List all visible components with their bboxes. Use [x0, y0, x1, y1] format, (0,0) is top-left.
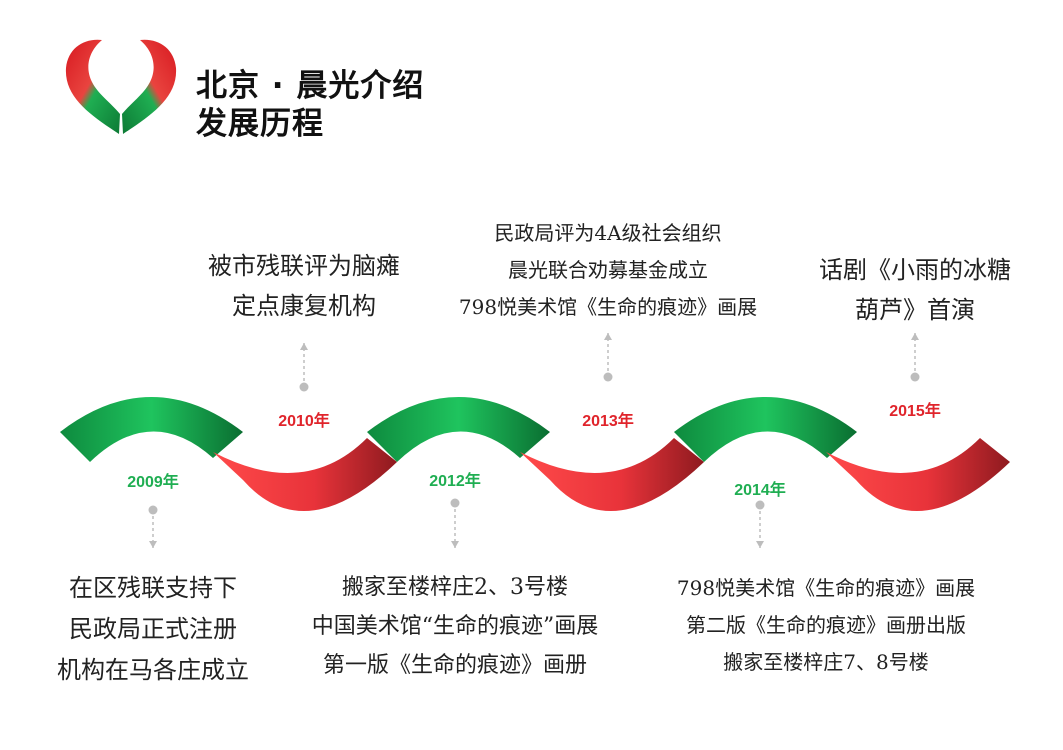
year-label: 2012年 [429, 473, 481, 490]
milestone-line: 798悦美术馆《生命的痕迹》画展 [458, 295, 758, 319]
heart-logo-icon [65, 39, 177, 134]
wave-segment-green [367, 397, 550, 462]
arrowhead-icon [300, 343, 308, 350]
milestone-line: 798悦美术馆《生命的痕迹》画展 [676, 576, 976, 600]
milestone-text: 搬家至楼梓庄2、3号楼中国美术馆“生命的痕迹”画展第一版《生命的痕迹》画册 [312, 568, 599, 685]
arrowhead-icon [756, 541, 764, 548]
milestone-line: 第一版《生命的痕迹》画册 [322, 653, 587, 678]
milestone-line: 话剧《小雨的冰糖 [819, 256, 1011, 284]
milestone-line: 葫芦》首演 [855, 296, 975, 324]
connector-arrow [450, 498, 460, 548]
logo-right-lobe [122, 39, 177, 134]
milestone-line: 搬家至楼梓庄2、3号楼 [342, 575, 568, 600]
arrowhead-icon [604, 333, 612, 340]
milestone-line: 第二版《生命的痕迹》画册出版 [686, 613, 966, 637]
milestone-text: 话剧《小雨的冰糖葫芦》首演 [819, 250, 1011, 330]
milestone-line: 被市残联评为脑瘫 [208, 252, 400, 280]
milestone-text: 798悦美术馆《生命的痕迹》画展第二版《生命的痕迹》画册出版搬家至楼梓庄7、8号… [677, 570, 975, 681]
connector-arrow [755, 500, 765, 548]
connector-arrow [910, 333, 920, 382]
wave-segment-green [60, 397, 243, 462]
milestone-line: 在区残联支持下 [69, 574, 237, 602]
logo-left-lobe [65, 39, 120, 134]
year-label: 2010年 [278, 413, 330, 430]
wave-segment-red [520, 438, 704, 512]
arrowhead-icon [149, 541, 157, 548]
milestone-line: 机构在马各庄成立 [57, 656, 249, 684]
year-label: 2014年 [734, 482, 786, 499]
year-label: 2009年 [127, 474, 179, 491]
arrowhead-icon [451, 541, 459, 548]
milestone-text: 被市残联评为脑瘫定点康复机构 [208, 246, 400, 326]
milestone-line: 中国美术馆“生命的痕迹”画展 [311, 614, 599, 639]
milestone-text: 在区残联支持下民政局正式注册机构在马各庄成立 [57, 568, 249, 691]
arrowhead-icon [911, 333, 919, 340]
milestone-line: 民政局正式注册 [69, 615, 237, 643]
year-label: 2015年 [889, 403, 941, 420]
connector-arrow [299, 343, 309, 392]
page-title: 北京 · 晨光介绍 [196, 68, 425, 104]
milestone-line: 民政局评为4A级社会组织 [494, 221, 722, 245]
milestone-text: 民政局评为4A级社会组织晨光联合劝募基金成立 798悦美术馆《生命的痕迹》画展 [459, 215, 757, 326]
wave-segment-red [826, 438, 1010, 512]
wave-segment-red [213, 438, 397, 512]
milestone-line: 晨光联合劝募基金成立 [508, 258, 708, 282]
connector-arrow [603, 333, 613, 382]
wave-segment-green [674, 397, 857, 462]
connector-arrow [148, 505, 158, 548]
page-subtitle: 发展历程 [196, 106, 324, 142]
milestone-line: 搬家至楼梓庄7、8号楼 [723, 650, 929, 674]
year-label: 2013年 [582, 413, 634, 430]
milestone-line: 定点康复机构 [232, 292, 376, 320]
